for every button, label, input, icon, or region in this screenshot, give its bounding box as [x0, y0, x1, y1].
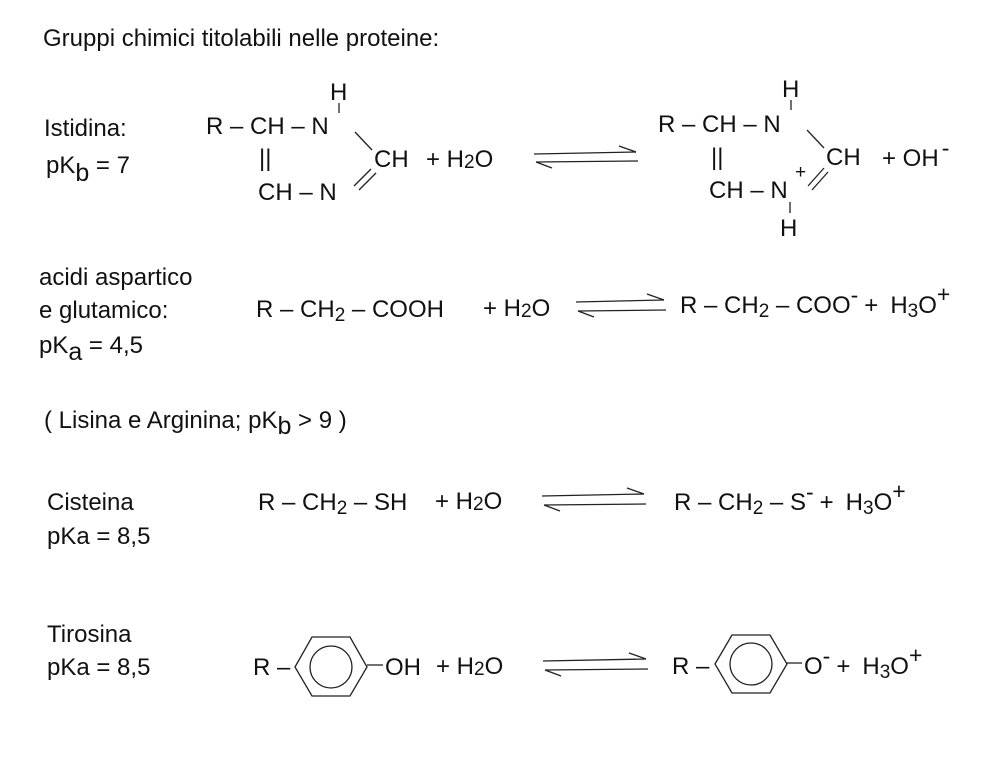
- acidi-pk: pKa = 4,5: [39, 332, 143, 366]
- ring-double-bond-product-a: [807, 167, 825, 187]
- cisteina-water: + H2O: [435, 488, 502, 515]
- istidina-product: H R – CH – N || CH + CH – N H + OH-: [658, 76, 949, 242]
- phenolate: O-+H3O+: [804, 642, 922, 683]
- acidi-equilibrium-arrow: [575, 293, 667, 318]
- tirosina-product-r: R –: [672, 653, 710, 680]
- istidina-reactant: H R – CH – N || CH CH – N + H2O: [206, 79, 493, 206]
- ring-bond-upper-product: [806, 129, 825, 149]
- ring-double-bond-a: [353, 168, 372, 187]
- ring-double-bond-product-b: [811, 171, 829, 191]
- istidina-product-row1: R – CH – N: [658, 111, 781, 138]
- istidina-equilibrium-arrow: [533, 145, 639, 169]
- tirosina-reactant: R – OH + H2O: [253, 636, 503, 697]
- istidina-double-bond: ||: [259, 145, 271, 172]
- tirosina-equilibrium-arrow: [542, 652, 649, 677]
- ring-bond-upper: [354, 131, 373, 151]
- istidina-pk: pKb = 7: [46, 152, 130, 187]
- positive-charge: +: [795, 162, 806, 183]
- benzene-ring: [294, 636, 368, 697]
- cisteina-reactant: R – CH2 – SH: [258, 489, 407, 519]
- istidina-product-row3: CH – N: [709, 177, 788, 204]
- imidazole-h-top: H: [330, 79, 347, 106]
- ring-double-bond-b: [358, 172, 377, 191]
- cisteina-name: Cisteina: [47, 489, 134, 516]
- imidazolium-ch: CH: [826, 144, 861, 171]
- benzene-ring-product: [714, 634, 788, 694]
- istidina-name: Istidina:: [44, 115, 127, 142]
- istidina-product-double-bond: ||: [711, 144, 723, 171]
- tirosina-product: R – O-+H3O+: [672, 634, 922, 694]
- acidi-water: + H2O: [483, 295, 550, 322]
- tirosina-pk: pKa = 8,5: [47, 654, 150, 681]
- cisteina-product: R – CH2 – S-+H3O+: [674, 478, 906, 519]
- cisteina-equilibrium-arrow: [541, 487, 647, 512]
- cisteina-pk: pKa = 8,5: [47, 523, 150, 550]
- tirosina-water: + H2O: [436, 653, 503, 680]
- hydroxide: + OH-: [882, 135, 949, 172]
- tirosina-name: Tirosina: [47, 621, 132, 648]
- istidina-water: + H2O: [426, 146, 493, 173]
- slide-title: Gruppi chimici titolabili nelle proteine…: [43, 25, 439, 52]
- phenol-oh: OH: [385, 654, 421, 681]
- acidi-reactant: R – CH2 – COOH: [256, 296, 444, 326]
- acidi-line1: acidi aspartico: [39, 264, 192, 291]
- tirosina-r: R –: [253, 654, 291, 681]
- istidina-row1: R – CH – N: [206, 113, 329, 140]
- lisina-arginina-note: ( Lisina e Arginina; pKb > 9 ): [44, 407, 347, 440]
- imidazolium-h-bottom: H: [780, 215, 797, 242]
- aromatic-circle-product: [729, 642, 773, 686]
- acidi-line2: e glutamico:: [39, 297, 168, 324]
- imidazolium-h-top: H: [782, 76, 799, 103]
- acidi-product: R – CH2 – COO-+H3O+: [680, 281, 950, 322]
- aromatic-circle: [309, 645, 353, 689]
- istidina-row3: CH – N: [258, 179, 337, 206]
- imidazole-ch: CH: [374, 146, 409, 173]
